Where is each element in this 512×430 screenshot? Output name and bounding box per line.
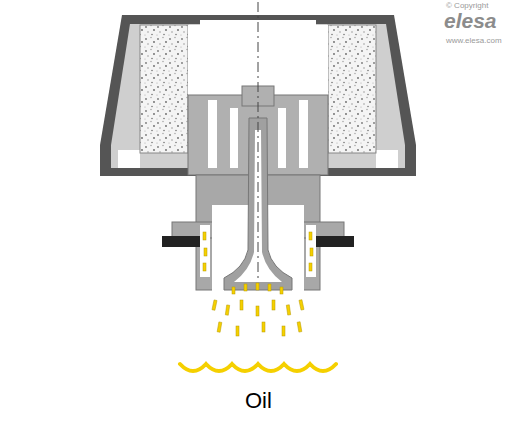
vent-window [376, 150, 398, 168]
oil-droplets [203, 232, 313, 336]
side-window [306, 225, 316, 277]
baffle-slot [299, 100, 308, 168]
website-note: www.elesa.com [446, 36, 502, 45]
baffle-slot [208, 100, 217, 168]
gasket [162, 236, 200, 247]
baffle-slot [230, 108, 238, 168]
oil-label: Oil [245, 388, 272, 414]
center-line [258, 2, 259, 280]
baffle-slot [278, 108, 286, 168]
copyright-note: © Copyright [446, 1, 488, 10]
oil-surface [180, 364, 336, 371]
vent-window [118, 150, 140, 168]
gasket [316, 236, 354, 247]
foam-filter [140, 25, 188, 153]
side-window [200, 225, 210, 277]
brand-logo: elesa [444, 9, 497, 33]
foam-filter [328, 25, 376, 153]
